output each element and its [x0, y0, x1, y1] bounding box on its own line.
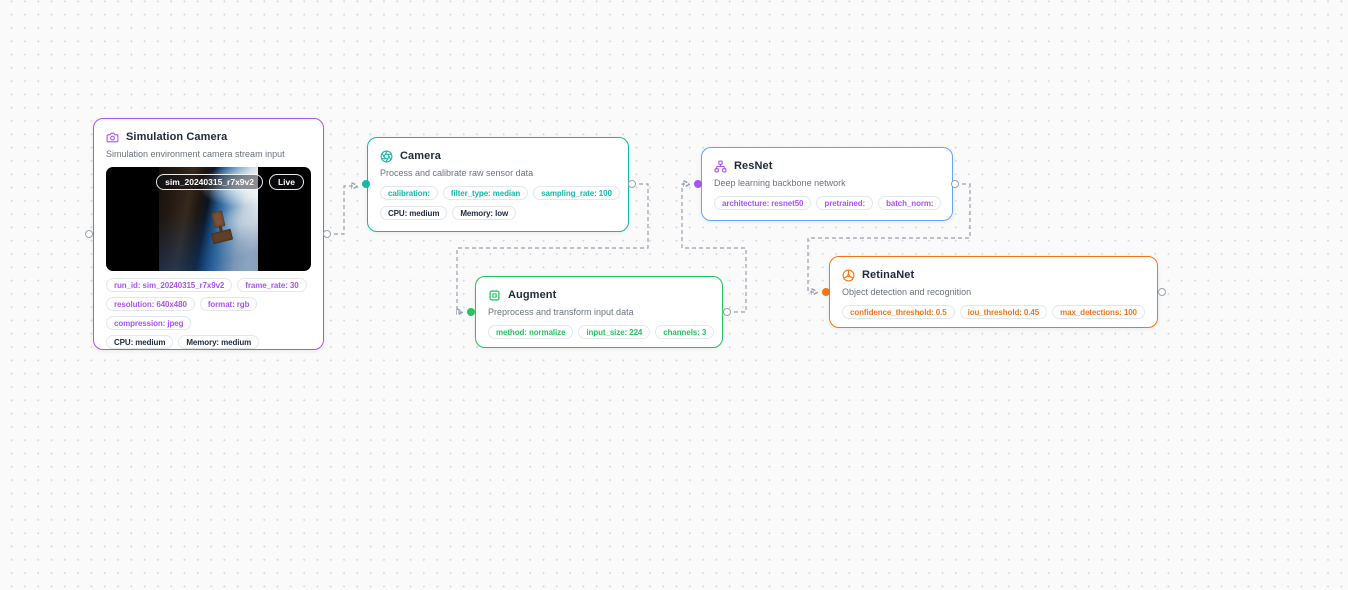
node-subtitle: Preprocess and transform input data — [488, 307, 634, 317]
resource-pills: CPU: medium Memory: low — [380, 206, 616, 220]
node-resnet[interactable]: ResNet Deep learning backbone network ar… — [701, 147, 953, 221]
handle-source-simulation-camera[interactable] — [323, 230, 331, 238]
node-simulation-camera[interactable]: Simulation Camera Simulation environment… — [93, 118, 324, 350]
param-pill-frame-rate: frame_rate: 30 — [237, 278, 307, 292]
param-pill-channels: channels: 3 — [655, 325, 715, 339]
node-retinanet[interactable]: RetinaNet Object detection and recogniti… — [829, 256, 1158, 328]
handle-source-augment[interactable] — [723, 308, 731, 316]
memory-pill: Memory: medium — [178, 335, 260, 349]
param-pill-confidence-threshold: confidence_threshold: 0.5 — [842, 305, 955, 319]
chip-icon — [488, 289, 501, 302]
node-camera[interactable]: Camera Process and calibrate raw sensor … — [367, 137, 629, 232]
param-pill-run-id: run_id: sim_20240315_r7x9v2 — [106, 278, 233, 292]
node-title: Augment — [508, 289, 557, 301]
param-pill-input-size: input_size: 224 — [578, 325, 651, 339]
network-icon — [714, 160, 727, 173]
handle-target-simulation-camera[interactable] — [85, 230, 93, 238]
param-pill-method: method: normalize — [488, 325, 574, 339]
aperture-icon — [380, 150, 393, 163]
handle-target-camera[interactable] — [362, 180, 370, 188]
node-subtitle: Process and calibrate raw sensor data — [380, 168, 534, 178]
handle-target-resnet[interactable] — [694, 180, 702, 188]
node-subtitle: Simulation environment camera stream inp… — [106, 149, 285, 159]
memory-pill: Memory: low — [452, 206, 517, 220]
param-pill-resolution: resolution: 640x480 — [106, 297, 195, 311]
edge-simulation-camera-to-camera[interactable] — [327, 186, 357, 235]
camera-stream-preview: sim_20240315_r7x9v2 Live — [106, 167, 311, 271]
satellite-graphic — [204, 208, 237, 247]
param-pills: method: normalize input_size: 224 channe… — [488, 325, 715, 339]
param-pill-max-detections: max_detections: 100 — [1052, 305, 1145, 319]
param-pill-architecture: architecture: resnet50 — [714, 196, 812, 210]
param-pill-sampling-rate: sampling_rate: 100 — [533, 186, 620, 200]
node-subtitle: Object detection and recognition — [842, 287, 972, 297]
node-title: Simulation Camera — [126, 131, 228, 143]
param-pill-calibration: calibration: — [380, 186, 438, 200]
handle-source-retinanet[interactable] — [1158, 288, 1166, 296]
wheel-icon — [842, 269, 855, 282]
node-title: RetinaNet — [862, 269, 915, 281]
param-pills: architecture: resnet50 pretrained: batch… — [714, 196, 942, 210]
handle-source-camera[interactable] — [628, 180, 636, 188]
param-pills: run_id: sim_20240315_r7x9v2 frame_rate: … — [106, 278, 311, 330]
cpu-pill: CPU: medium — [106, 335, 174, 349]
node-augment[interactable]: Augment Preprocess and transform input d… — [475, 276, 723, 348]
live-badge: Live — [268, 174, 304, 190]
param-pill-batch-norm: batch_norm: — [878, 196, 942, 210]
node-title: Camera — [400, 150, 441, 162]
handle-source-resnet[interactable] — [951, 180, 959, 188]
camera-icon — [106, 131, 119, 144]
handle-target-retinanet[interactable] — [822, 288, 830, 296]
node-subtitle: Deep learning backbone network — [714, 178, 846, 188]
param-pill-format: format: rgb — [199, 297, 258, 311]
param-pills: calibration: filter_type: median samplin… — [380, 186, 620, 200]
cpu-pill: CPU: medium — [380, 206, 448, 220]
resource-pills: CPU: medium Memory: medium — [106, 335, 311, 349]
node-title: ResNet — [734, 160, 773, 172]
param-pill-compression: compression: jpeg — [106, 316, 192, 330]
param-pill-iou-threshold: iou_threshold: 0.45 — [959, 305, 1048, 319]
param-pill-pretrained: pretrained: — [816, 196, 874, 210]
param-pill-filter-type: filter_type: median — [442, 186, 529, 200]
run-id-badge: sim_20240315_r7x9v2 — [156, 174, 263, 190]
param-pills: confidence_threshold: 0.5 iou_threshold:… — [842, 305, 1145, 319]
handle-target-augment[interactable] — [467, 308, 475, 316]
